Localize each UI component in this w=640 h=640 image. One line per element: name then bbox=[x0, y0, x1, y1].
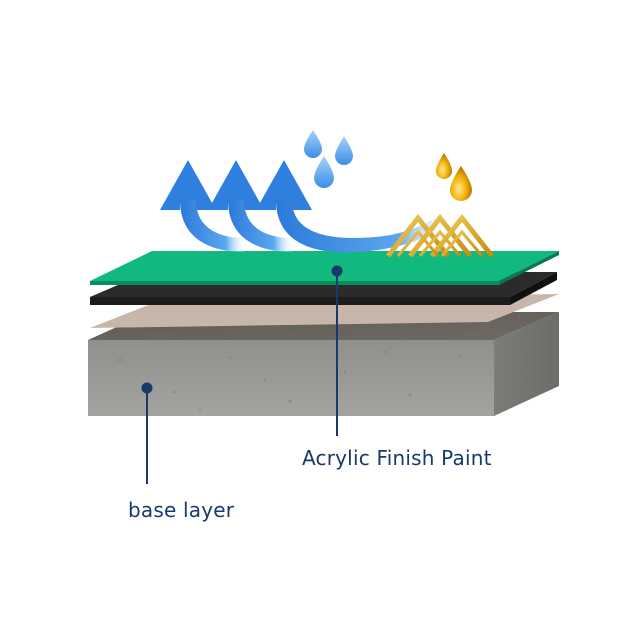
base-layer-label: base layer bbox=[128, 498, 235, 522]
black-layer-edge bbox=[90, 297, 510, 305]
black-layer-side bbox=[510, 272, 557, 305]
concrete-side-face bbox=[494, 312, 559, 416]
blue-curved-arrows-icon bbox=[160, 160, 451, 253]
concrete-texture bbox=[118, 333, 542, 412]
gold-chevrons-icon bbox=[386, 213, 494, 258]
finish-layer-leader bbox=[331, 265, 343, 436]
finish-layer-label: Acrylic Finish Paint bbox=[302, 446, 492, 470]
concrete-front-face bbox=[88, 340, 494, 416]
water-drop bbox=[314, 156, 334, 188]
oil-drops-icon bbox=[436, 153, 472, 201]
water-drops-icon bbox=[304, 130, 353, 188]
oil-drop bbox=[450, 166, 472, 201]
oil-drop bbox=[436, 153, 452, 179]
base-layer-leader bbox=[141, 382, 153, 484]
finish-layer-top bbox=[90, 251, 559, 281]
water-drop bbox=[335, 136, 353, 165]
finish-layer-side bbox=[499, 251, 559, 285]
water-drop bbox=[304, 130, 322, 158]
concrete-base-slab bbox=[88, 312, 559, 416]
finish-layer-edge bbox=[90, 281, 499, 285]
